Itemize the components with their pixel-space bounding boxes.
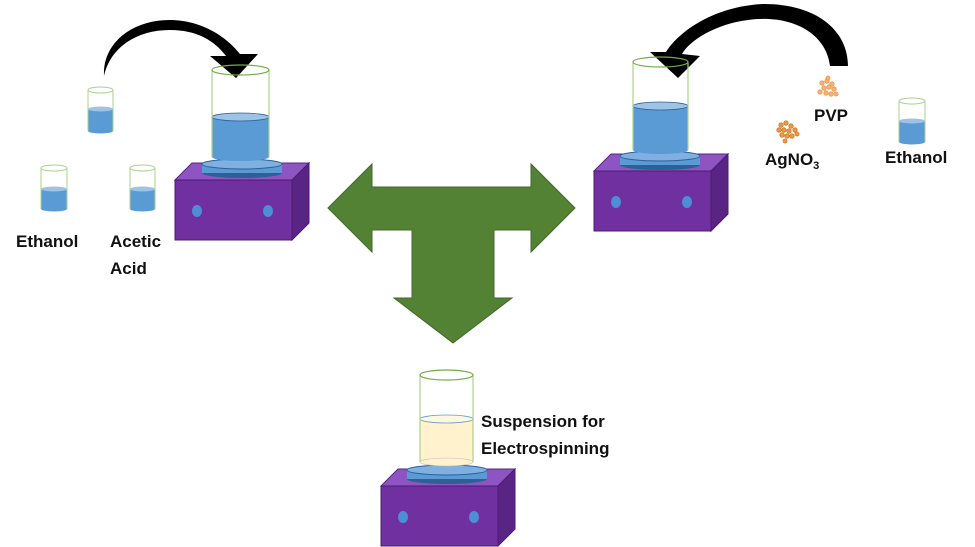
small-beaker-top: [87, 86, 114, 134]
pvp-powder-icon: [817, 75, 839, 97]
left-setup: Ethanol Acetic Acid: [16, 19, 310, 278]
label-ethanol-right: Ethanol: [885, 148, 947, 167]
bottom-stirrer-plate: [406, 464, 488, 485]
label-acetic-acid-line2: Acid: [110, 259, 147, 278]
right-curved-arrow-icon: [650, 4, 848, 78]
label-agno3-subscript: 3: [813, 160, 819, 172]
bottom-beaker-icon: [419, 369, 474, 467]
right-beaker-icon: [632, 56, 689, 154]
left-stirrer-plate: [201, 158, 283, 179]
small-beaker-ethanol: [40, 164, 68, 212]
agno3-powder-icon: [776, 120, 800, 144]
bottom-setup: Suspension for Electrospinning: [380, 369, 609, 547]
label-pvp: PVP: [814, 106, 848, 125]
left-curved-arrow-icon: [86, 19, 258, 78]
small-beaker-ethanol-right: [898, 97, 926, 145]
label-suspension-line1: Suspension for: [481, 412, 605, 431]
label-agno3-main: AgNO: [765, 150, 813, 169]
label-acetic-acid-line1: Acetic: [110, 232, 161, 251]
label-suspension-line2: Electrospinning: [481, 439, 609, 458]
label-ethanol-left: Ethanol: [16, 232, 78, 251]
three-way-arrow-icon: [327, 162, 576, 344]
label-agno3: AgNO3: [765, 150, 819, 172]
left-beaker-icon: [211, 64, 270, 161]
right-setup: PVP AgNO3 Ethanol: [593, 4, 947, 232]
small-beaker-acetic-acid: [129, 164, 156, 212]
